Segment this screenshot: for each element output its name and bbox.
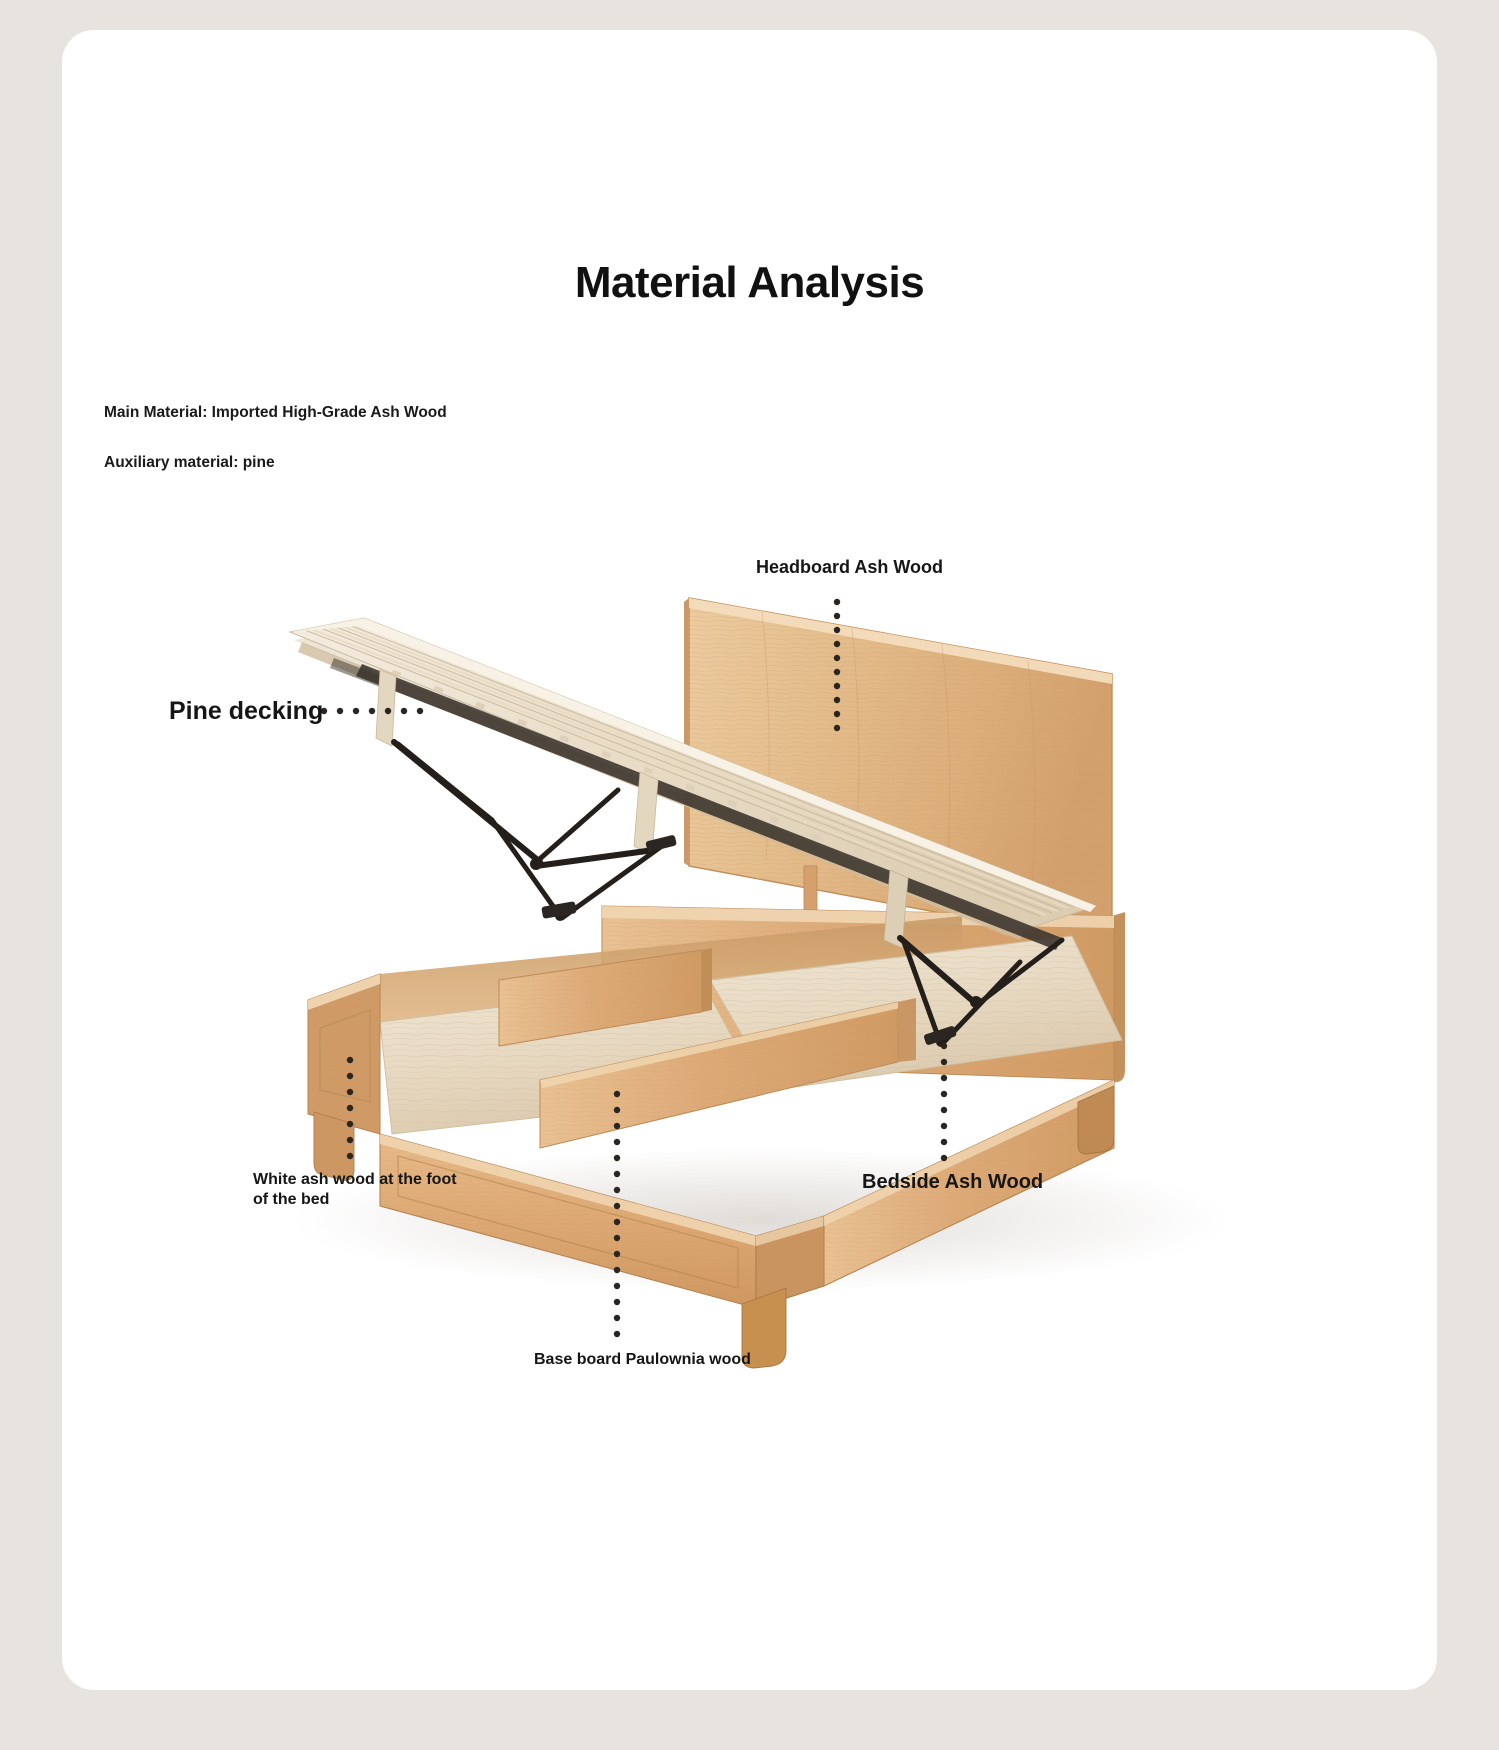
front-long-rail [379, 1133, 757, 1309]
storage-divider-right [898, 998, 916, 1062]
storage-cavity [379, 916, 1123, 1135]
leg-right [1077, 1085, 1115, 1155]
callout-label-bedside: Bedside Ash Wood [862, 1171, 1044, 1193]
callout-leaders [320, 598, 948, 1338]
gas-lift-mechanism [391, 739, 1065, 1047]
leader-headboard [833, 598, 841, 732]
content-card: Material Analysis Main Material: Importe… [62, 30, 1437, 1690]
callout-label-base-board: Base board Paulownia wood [534, 1351, 751, 1368]
callout-label-foot-ash: White ash wood at the foot of the bed [253, 1171, 457, 1208]
leader-base-board [613, 1090, 621, 1338]
leader-pine-decking [320, 707, 424, 715]
leader-bedside [940, 1042, 948, 1162]
callout-label-headboard: Headboard Ash Wood [756, 557, 944, 577]
pine-slat-deck [288, 617, 1098, 950]
foot-end-rail [755, 1215, 825, 1309]
headboard-post [803, 865, 818, 913]
webbing-stitches [391, 669, 1032, 922]
bedside-rail [601, 905, 1125, 1083]
callout-label-pine-decking: Pine decking [169, 697, 324, 725]
headboard [684, 597, 1113, 944]
base-board-right [709, 935, 1123, 1091]
storage-divider [498, 948, 712, 1047]
slat-webbing [356, 664, 1062, 950]
deck-cleat-3 [883, 869, 909, 949]
foot-rail [307, 973, 381, 1135]
auxiliary-material-text: Auxiliary material: pine [104, 454, 275, 471]
main-material-text: Main Material: Imported High-Grade Ash W… [104, 404, 447, 421]
base-board-left [379, 981, 763, 1135]
page-title: Material Analysis [574, 258, 925, 307]
storage-divider-front [539, 1001, 900, 1149]
bed-legs [313, 1085, 1115, 1369]
deck-cleat-1 [375, 669, 397, 747]
leader-foot-ash [346, 1056, 354, 1160]
deck-cleat-2 [633, 771, 659, 857]
